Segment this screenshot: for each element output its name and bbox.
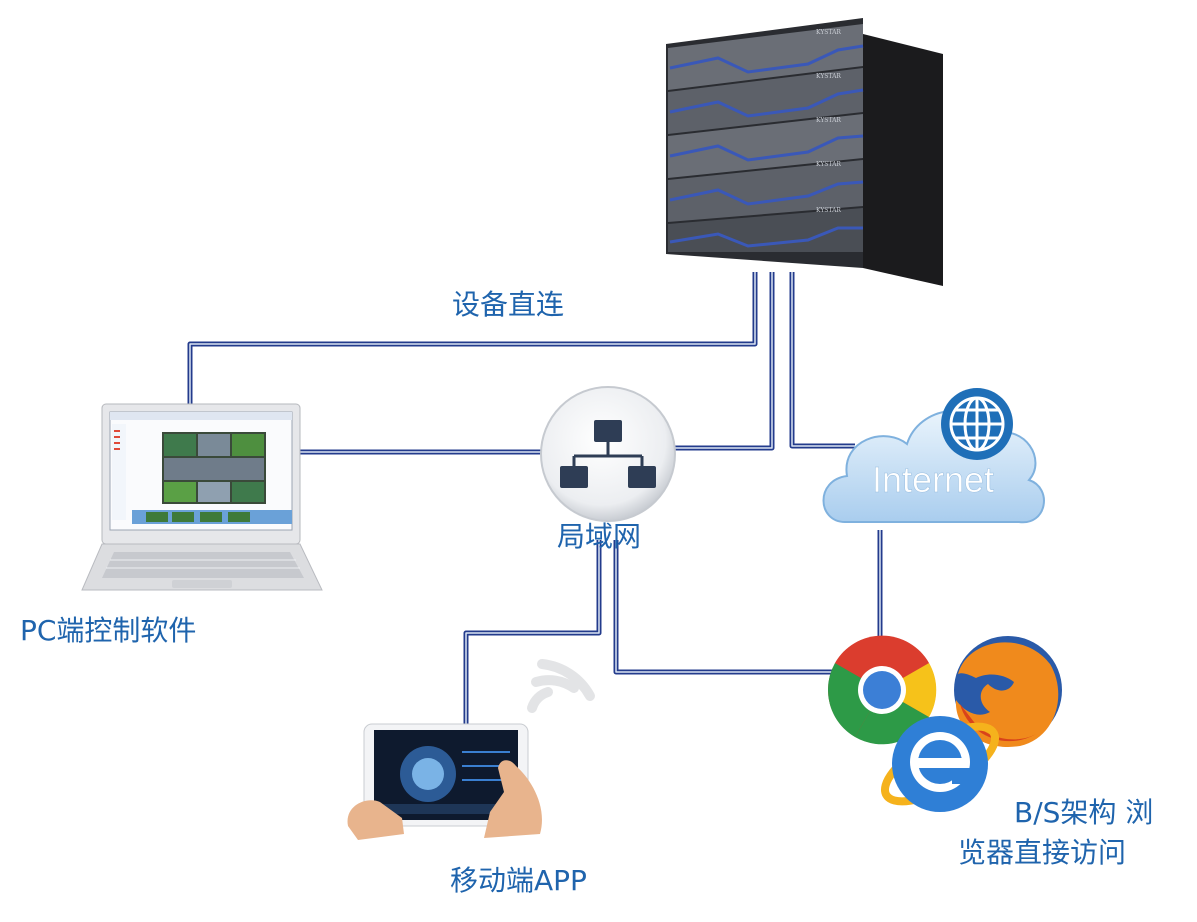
firefox-icon [954,636,1062,747]
wire-lan-browser [613,540,836,675]
tablet-image [347,723,542,840]
svg-text:KYSTAR: KYSTAR [816,117,841,124]
internet-explorer-icon [880,716,1000,812]
laptop-image [81,403,323,591]
server-rack-image: KYSTAR KYSTAR KYSTAR KYSTAR KYSTAR [666,18,943,286]
direct-connect-label: 设备直连 [452,288,565,321]
svg-text:KYSTAR: KYSTAR [816,161,841,168]
svg-text:KYSTAR: KYSTAR [816,29,841,36]
bs-architecture-label-line1: B/S架构 浏 [1014,796,1154,829]
browser-icons-image [828,635,1062,812]
svg-text:KYSTAR: KYSTAR [816,207,841,214]
mobile-app-label: 移动端APP [450,864,587,897]
pc-software-label: PC端控制软件 [20,614,197,647]
internet-label: Internet [872,459,994,500]
wifi-signal-icon [527,659,595,713]
lan-switch-icon [540,386,676,522]
svg-text:KYSTAR: KYSTAR [816,73,841,80]
internet-cloud-icon: Internet [822,388,1045,524]
lan-label: 局域网 [557,520,642,553]
bs-architecture-label-line2: 览器直接访问 [958,836,1127,869]
